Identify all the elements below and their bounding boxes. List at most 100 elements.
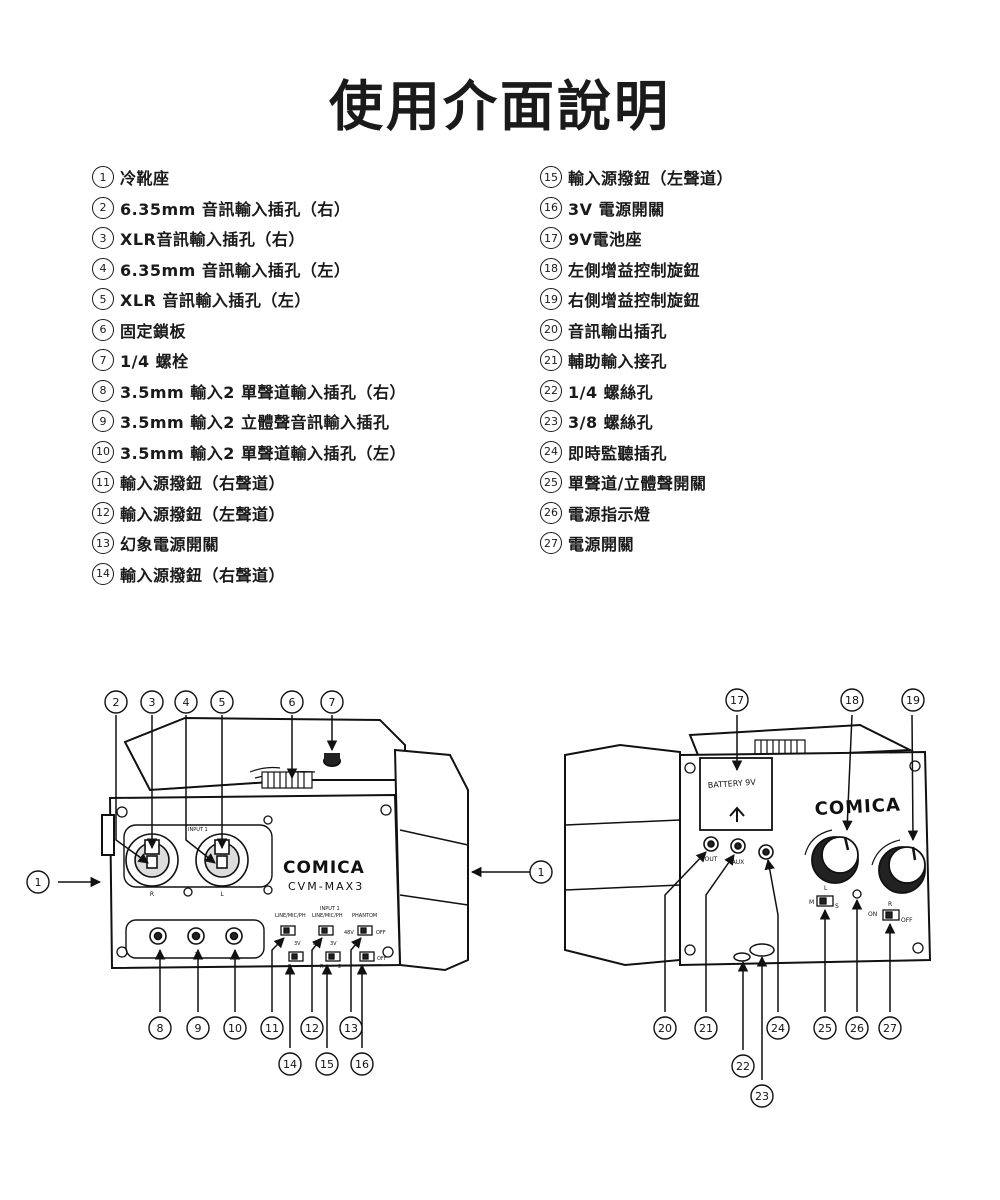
legend-number-badge: 4 <box>92 257 114 280</box>
legend-number-badge: 11 <box>92 471 114 494</box>
callout-13: 13 <box>339 1016 363 1040</box>
callout-9: 9 <box>186 1016 210 1040</box>
legend-text: 3.5mm 輸入2 立體聲音訊輸入插孔 <box>120 413 390 433</box>
combo-jack-right <box>125 833 179 887</box>
switch-linemic-label-1: LINE/MIC/PH <box>275 913 306 919</box>
on-label: ON <box>868 911 877 918</box>
legend-text: 3V 電源開關 <box>568 199 665 219</box>
legend-item: 25 單聲道/立體聲開關 <box>540 467 733 498</box>
off-label: OFF <box>901 917 913 924</box>
callout-5: 5 <box>210 690 234 714</box>
callout-number: 6 <box>289 696 296 709</box>
legend-text: 輸入源撥鈕（左聲道） <box>120 504 286 524</box>
knob-right-label: R <box>888 901 892 908</box>
callout-number: 4 <box>183 696 190 709</box>
legend-number-badge: 12 <box>92 501 114 524</box>
back-brand: COMICA <box>814 795 901 820</box>
callout-number: 3 <box>149 696 156 709</box>
callout-4: 4 <box>174 690 198 714</box>
legend-number-badge: 3 <box>92 227 114 250</box>
legend-item: 16 3V 電源開關 <box>540 193 733 224</box>
battery-label: BATTERY 9V <box>708 778 757 790</box>
callout-number: 11 <box>265 1022 279 1035</box>
callout-10: 10 <box>223 1016 247 1040</box>
legend-text: 3.5mm 輸入2 單聲道輸入插孔（右） <box>120 382 406 402</box>
legend-number-badge: 14 <box>92 562 114 585</box>
front-face <box>108 793 402 970</box>
v3-off-label: OFF <box>377 956 387 962</box>
callout-number: 20 <box>658 1022 672 1035</box>
callout-number: 2 <box>113 696 120 709</box>
legend-number-badge: 25 <box>540 471 562 494</box>
callout-20: 20 <box>653 1016 677 1040</box>
legend-item: 3 XLR音訊輸入插孔（右） <box>92 223 406 254</box>
callout-14: 14 <box>278 1052 302 1076</box>
front-view <box>101 716 469 972</box>
legend-text: 幻象電源開關 <box>120 535 220 555</box>
callout-26: 26 <box>845 1016 869 1040</box>
legend-text: 電源開關 <box>568 535 635 555</box>
callout-19: 19 <box>901 688 925 712</box>
legend-text: 3/8 螺絲孔 <box>568 413 654 433</box>
callout-number: 27 <box>883 1022 897 1035</box>
switch-m-label: M <box>809 899 814 906</box>
legend-number-badge: 13 <box>92 532 114 555</box>
legend-text: 輸入源撥鈕（左聲道） <box>568 169 734 189</box>
callout-3: 3 <box>140 690 164 714</box>
legend-text: 1/4 螺栓 <box>120 352 189 372</box>
power-indicator <box>852 889 862 899</box>
callout-number: 16 <box>355 1058 369 1071</box>
leader-lines <box>58 714 919 1080</box>
legend-number-badge: 15 <box>540 166 562 189</box>
legend-number-badge: 23 <box>540 410 562 433</box>
legend-text: 3.5mm 輸入2 單聲道輸入插孔（左） <box>120 443 406 463</box>
callout-number: 21 <box>699 1022 713 1035</box>
callout-number: 8 <box>157 1022 164 1035</box>
callout-1b: 1 <box>529 860 553 884</box>
legend-number-badge: 6 <box>92 318 114 341</box>
legend-number-badge: 7 <box>92 349 114 372</box>
legend-item: 23 3/8 螺絲孔 <box>540 406 733 437</box>
callout-number: 12 <box>305 1022 319 1035</box>
input2-switch-mark: 2 <box>338 964 341 970</box>
legend-number-badge: 5 <box>92 288 114 311</box>
callout-number: 17 <box>730 694 744 707</box>
legend-text: 音訊輸出插孔 <box>568 321 668 341</box>
legend-text: XLR音訊輸入插孔（右） <box>120 230 305 250</box>
legend-text: 固定鎖板 <box>120 321 187 341</box>
front-model: CVM-MAX3 <box>288 880 364 893</box>
callout-17: 17 <box>725 688 749 712</box>
legend-number-badge: 24 <box>540 440 562 463</box>
legend-item: 14 輸入源撥鈕（右聲道） <box>92 559 406 590</box>
legend-text: 輸入源撥鈕（右聲道） <box>120 565 286 585</box>
callout-number: 1 <box>538 866 545 879</box>
legend-text: 1/4 螺絲孔 <box>568 382 654 402</box>
callout-number: 23 <box>755 1090 769 1103</box>
callout-number: 26 <box>850 1022 864 1035</box>
out-label: OUT <box>705 856 718 863</box>
legend-number-badge: 16 <box>540 196 562 219</box>
front-switches <box>280 925 375 962</box>
channel-right-label: R <box>150 891 154 898</box>
legend-number-badge: 18 <box>540 257 562 280</box>
legend-number-badge: 1 <box>92 166 114 189</box>
switch-linemic-label-2: LINE/MIC/PH <box>312 913 343 919</box>
channel-left-label: L <box>220 891 224 898</box>
callout-number: 10 <box>228 1022 242 1035</box>
legend-text: 左側增益控制旋鈕 <box>568 260 701 280</box>
callout-2: 2 <box>104 690 128 714</box>
switch-phantom-label: PHANTOM <box>352 913 377 919</box>
device-diagram: COMICA CVM-MAX3 INPUT 1 INPUT 1 R L LINE… <box>26 688 932 1108</box>
legend-text: 單聲道/立體聲開關 <box>568 474 707 494</box>
callout-6: 6 <box>280 690 304 714</box>
